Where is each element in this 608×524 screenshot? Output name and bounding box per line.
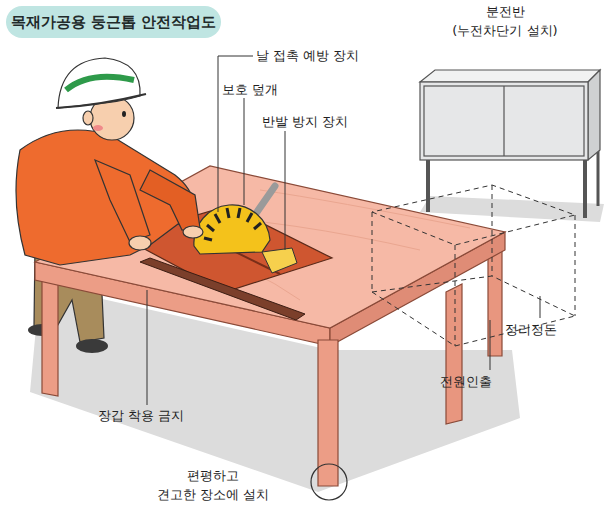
callout-label: 편평하고 견고한 장소에 설치	[128, 466, 298, 504]
callout-label: 정리정돈	[505, 320, 557, 339]
callout-label: 보호 덮개	[222, 80, 278, 99]
callout-label: 장갑 착용 금지	[98, 406, 184, 425]
worker	[16, 58, 203, 265]
callout-label: 날 접촉 예방 장치	[256, 46, 359, 65]
support-circle	[311, 464, 347, 500]
callout-label: 전원인출	[440, 372, 492, 391]
distribution-panel	[420, 70, 600, 218]
cable-route-box	[372, 185, 575, 346]
panel-shadow	[420, 196, 604, 222]
leader-lines	[147, 56, 540, 405]
title-banner: 목재가공용 둥근톱 안전작업도	[6, 6, 221, 38]
callout-label: 반발 방지 장치	[262, 112, 348, 131]
callout-label: 분전반 (누전차단기 설치)	[435, 2, 575, 40]
